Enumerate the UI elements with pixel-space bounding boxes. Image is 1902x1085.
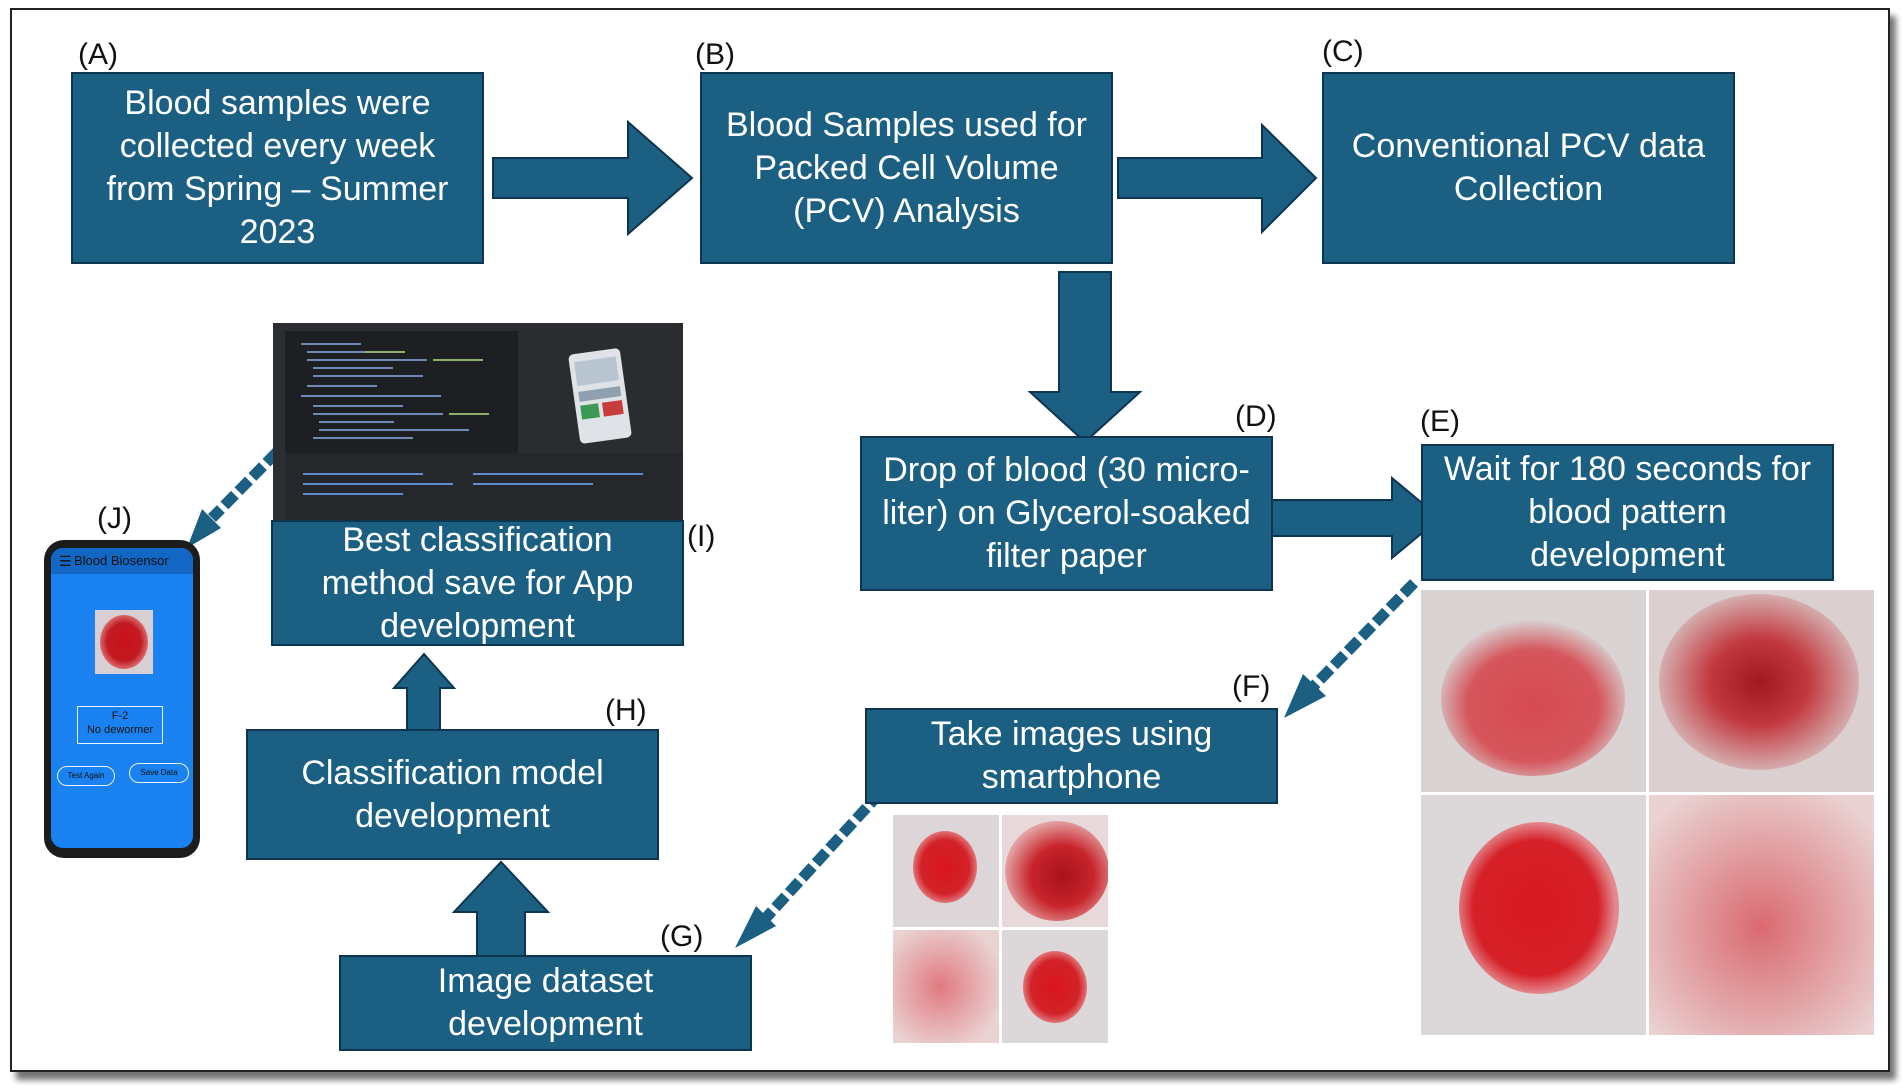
arrow-b-to-c — [1117, 122, 1318, 235]
arrow-g-to-h — [451, 860, 551, 957]
phone-blood-image — [95, 610, 153, 674]
label-e: (E) — [1420, 405, 1460, 438]
smartphone: ☰ Blood Biosensor F-2 No dewormer Test A… — [44, 540, 200, 858]
step-c-line: Conventional PCV data — [1351, 127, 1706, 165]
app-title-bar: ☰ Blood Biosensor — [51, 548, 193, 574]
result-panel: F-2 No dewormer — [77, 706, 163, 744]
arrow-i-to-j — [187, 448, 281, 548]
ide-screenshot-art — [273, 323, 683, 520]
step-c-line: Collection — [1453, 170, 1604, 208]
step-a-line: 2023 — [239, 213, 316, 251]
step-d-line: Drop of blood (30 micro- — [883, 451, 1250, 489]
step-g-line: Image dataset — [437, 962, 654, 1000]
step-e-line: Wait for 180 seconds for — [1443, 450, 1812, 488]
step-g-box: Image dataset development — [339, 955, 752, 1051]
step-f-line: smartphone — [981, 758, 1162, 796]
step-e-line: development — [1530, 536, 1725, 574]
step-a-line: Blood samples were — [124, 84, 431, 122]
label-g: (G) — [660, 920, 704, 953]
step-h-line: development — [355, 796, 550, 835]
arrow-h-to-i — [391, 652, 457, 731]
label-i: (I) — [687, 520, 716, 553]
label-a: (A) — [78, 38, 118, 71]
step-a-box: Blood samples were collected every week … — [71, 72, 484, 264]
step-b-line: Blood Samples used for — [726, 105, 1087, 144]
step-h-box: Classification model development — [246, 729, 659, 860]
step-i-line: development — [380, 606, 575, 645]
test-again-button[interactable]: Test Again — [57, 766, 115, 786]
step-a-line: from Spring – Summer — [106, 170, 449, 208]
result-code: F-2 — [111, 710, 129, 722]
label-h: (H) — [605, 694, 647, 727]
step-d-line: filter paper — [986, 537, 1147, 575]
captured-images-grid — [893, 815, 1108, 1043]
arrow-f-to-g — [735, 789, 885, 948]
arrow-e-to-f — [1284, 579, 1418, 718]
capture-3 — [893, 930, 999, 1043]
step-c-box: Conventional PCV data Collection — [1322, 72, 1735, 264]
hamburger-menu-icon[interactable]: ☰ — [59, 553, 72, 569]
pattern-4 — [1649, 795, 1874, 1035]
ide-screenshot — [273, 323, 683, 520]
step-b-line: Packed Cell Volume — [754, 148, 1059, 187]
label-d: (D) — [1235, 400, 1277, 433]
step-f-box: Take images using smartphone — [865, 708, 1278, 804]
arrow-d-to-e — [1271, 475, 1442, 561]
label-c: (C) — [1322, 35, 1364, 68]
step-h-line: Classification model — [301, 753, 604, 792]
step-f-line: Take images using — [930, 715, 1213, 753]
app-title: Blood Biosensor — [74, 553, 169, 568]
label-b: (B) — [695, 38, 735, 71]
step-i-line: method save for App — [321, 563, 634, 602]
step-e-box: Wait for 180 seconds for blood pattern d… — [1421, 444, 1834, 581]
save-data-button[interactable]: Save Data — [129, 763, 189, 783]
step-d-box: Drop of blood (30 micro- liter) on Glyce… — [860, 436, 1273, 591]
step-b-box: Blood Samples used for Packed Cell Volum… — [700, 72, 1113, 264]
result-text: No dewormer — [86, 724, 154, 736]
blood-pattern-images — [1421, 590, 1874, 1035]
arrow-a-to-b — [492, 119, 694, 237]
step-b-line: (PCV) Analysis — [793, 191, 1020, 230]
step-d-line: liter) on Glycerol-soaked — [882, 494, 1251, 532]
step-i-box: Best classification method save for App … — [271, 520, 684, 646]
label-j: (J) — [97, 502, 132, 535]
step-i-line: Best classification — [342, 520, 613, 559]
step-g-line: development — [448, 1005, 643, 1043]
label-f: (F) — [1232, 670, 1271, 703]
step-a-line: collected every week — [119, 127, 436, 165]
phone-screen: ☰ Blood Biosensor F-2 No dewormer Test A… — [51, 548, 193, 848]
step-e-line: blood pattern — [1528, 493, 1727, 531]
arrow-b-to-d — [1027, 271, 1143, 444]
